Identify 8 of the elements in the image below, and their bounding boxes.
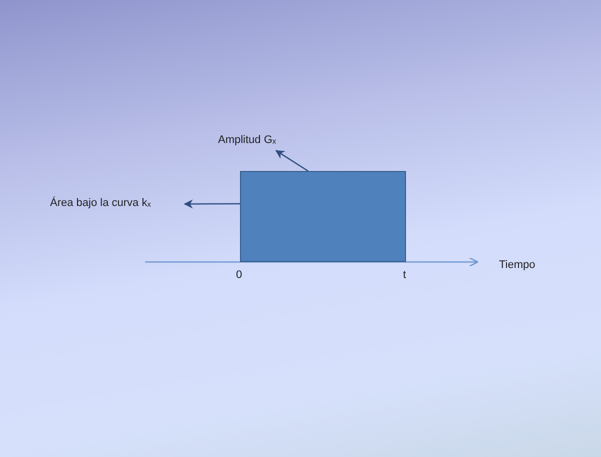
- leader-arrow: [184, 199, 240, 209]
- annotation-label: Área bajo la curva kₓ: [50, 196, 151, 210]
- pulse-rectangle: [240, 171, 406, 262]
- axis-title: Tiempo: [499, 258, 536, 272]
- annotation-label: Amplitud Gₓ: [218, 133, 276, 147]
- tick-label: 0: [236, 268, 242, 282]
- tick-label: t: [403, 268, 406, 282]
- leader-arrow: [275, 150, 308, 172]
